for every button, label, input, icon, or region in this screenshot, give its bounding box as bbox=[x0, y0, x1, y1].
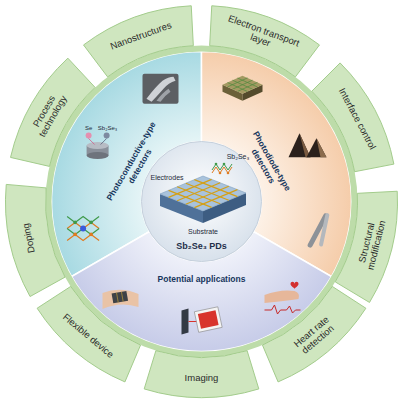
category-tab bbox=[11, 58, 96, 166]
nanorods-part bbox=[319, 213, 330, 247]
category-tab: Imaging bbox=[162, 372, 242, 382]
imaging-target-part bbox=[182, 309, 189, 335]
sector-label: Potential applications bbox=[145, 275, 259, 285]
sem-image-part bbox=[143, 74, 179, 104]
part-label: Sb₂Se₃ bbox=[227, 153, 250, 161]
wrist-device-part bbox=[103, 290, 139, 309]
doped-lattice-part bbox=[80, 225, 86, 231]
heart-rate-sketch bbox=[265, 282, 301, 314]
device-illustration-part-part bbox=[169, 179, 212, 197]
pyramid-texture-part bbox=[289, 133, 311, 157]
ring-background bbox=[5, 6, 397, 398]
sem-image bbox=[143, 74, 179, 104]
evaporation-source bbox=[86, 133, 110, 160]
crystal-structure-part bbox=[223, 163, 226, 166]
center-disc bbox=[142, 142, 262, 262]
category-tab bbox=[37, 286, 140, 381]
evaporation-source-part bbox=[87, 142, 109, 149]
crystal-structure-part bbox=[227, 172, 230, 175]
device-illustration-part-part bbox=[194, 190, 237, 208]
part-label: Electrodes bbox=[150, 174, 183, 182]
evaporation-source-part bbox=[101, 139, 107, 145]
node-text: Imaging bbox=[162, 372, 242, 382]
wrist-device-part bbox=[112, 291, 129, 303]
part-label: Sb₂Se₃ bbox=[98, 124, 117, 131]
layer-stack-part bbox=[228, 78, 258, 92]
center-circle: Sb₂Se₃ PDs bbox=[162, 242, 242, 252]
crystal-structure-part bbox=[215, 163, 218, 166]
layer-stack-part-part bbox=[233, 80, 253, 89]
doped-lattice-part bbox=[73, 221, 77, 225]
outer-ring bbox=[49, 49, 355, 355]
wrist-device-part-part bbox=[121, 292, 123, 302]
nanorods bbox=[307, 213, 330, 249]
pyramid-texture-part bbox=[307, 138, 327, 157]
heart-rate-sketch-part bbox=[291, 282, 299, 289]
pyramid-texture bbox=[289, 133, 327, 157]
category-tab bbox=[335, 191, 397, 302]
doped-lattice-part bbox=[73, 233, 77, 237]
category-tab bbox=[262, 286, 365, 381]
pyramid-texture-part bbox=[317, 138, 327, 157]
evaporation-source-part bbox=[87, 152, 109, 159]
layer-stack-part bbox=[223, 76, 263, 94]
device-illustration-part bbox=[160, 176, 246, 211]
heart-rate-sketch-part bbox=[265, 305, 301, 314]
layer-stack-part-part bbox=[233, 80, 253, 89]
evaporation-source-part bbox=[89, 139, 95, 145]
device-illustration-part-part bbox=[186, 183, 229, 200]
imaging-target-part-part bbox=[198, 310, 219, 328]
node-text: Potential applications bbox=[145, 275, 259, 285]
device-illustration-part-part bbox=[177, 187, 220, 204]
doped-lattice-part bbox=[67, 234, 99, 240]
layer-stack-part-part bbox=[238, 82, 258, 91]
doped-lattice-part bbox=[89, 233, 93, 237]
nanorods-part-part bbox=[319, 213, 330, 247]
category-tab bbox=[210, 6, 320, 77]
part-label: Se bbox=[85, 124, 92, 131]
doped-lattice bbox=[67, 216, 99, 240]
heart-rate-sketch-part bbox=[265, 291, 300, 304]
category-tab bbox=[84, 6, 194, 77]
evaporation-source-part bbox=[86, 133, 92, 139]
wrist-device bbox=[103, 290, 139, 309]
device-illustration-part-part bbox=[186, 186, 229, 204]
imaging-target-part-part bbox=[194, 307, 222, 333]
layer-stack-part-part bbox=[228, 78, 248, 87]
nanorods-part bbox=[307, 213, 329, 249]
doped-lattice-part bbox=[89, 221, 93, 225]
imaging-target bbox=[182, 307, 223, 335]
sem-image-part bbox=[147, 77, 176, 102]
crystal-structure-part bbox=[219, 172, 222, 175]
crystal-structure bbox=[212, 163, 232, 175]
doped-lattice-part bbox=[67, 216, 99, 222]
node-text: Sb₂Se₃ PDs bbox=[162, 242, 242, 252]
device-illustration-part-part bbox=[169, 190, 212, 207]
device-illustration-part-part bbox=[194, 180, 237, 197]
crystal-structure-part bbox=[212, 167, 232, 173]
part-label: Substrate bbox=[188, 228, 218, 236]
device-illustration-part bbox=[169, 179, 238, 207]
sem-image-part bbox=[157, 89, 171, 102]
layer-stack bbox=[223, 76, 263, 101]
wrist-device-part-part bbox=[112, 291, 129, 303]
device-illustration-part-part bbox=[177, 183, 220, 201]
nanorods-part-part bbox=[307, 213, 329, 249]
category-tab bbox=[144, 351, 259, 398]
evaporation-source-part bbox=[104, 133, 110, 139]
device-illustration bbox=[160, 176, 246, 223]
wrist-device-part-part bbox=[117, 293, 119, 303]
imaging-target-part bbox=[194, 307, 222, 333]
category-tab bbox=[5, 184, 65, 296]
category-tab bbox=[312, 63, 394, 172]
